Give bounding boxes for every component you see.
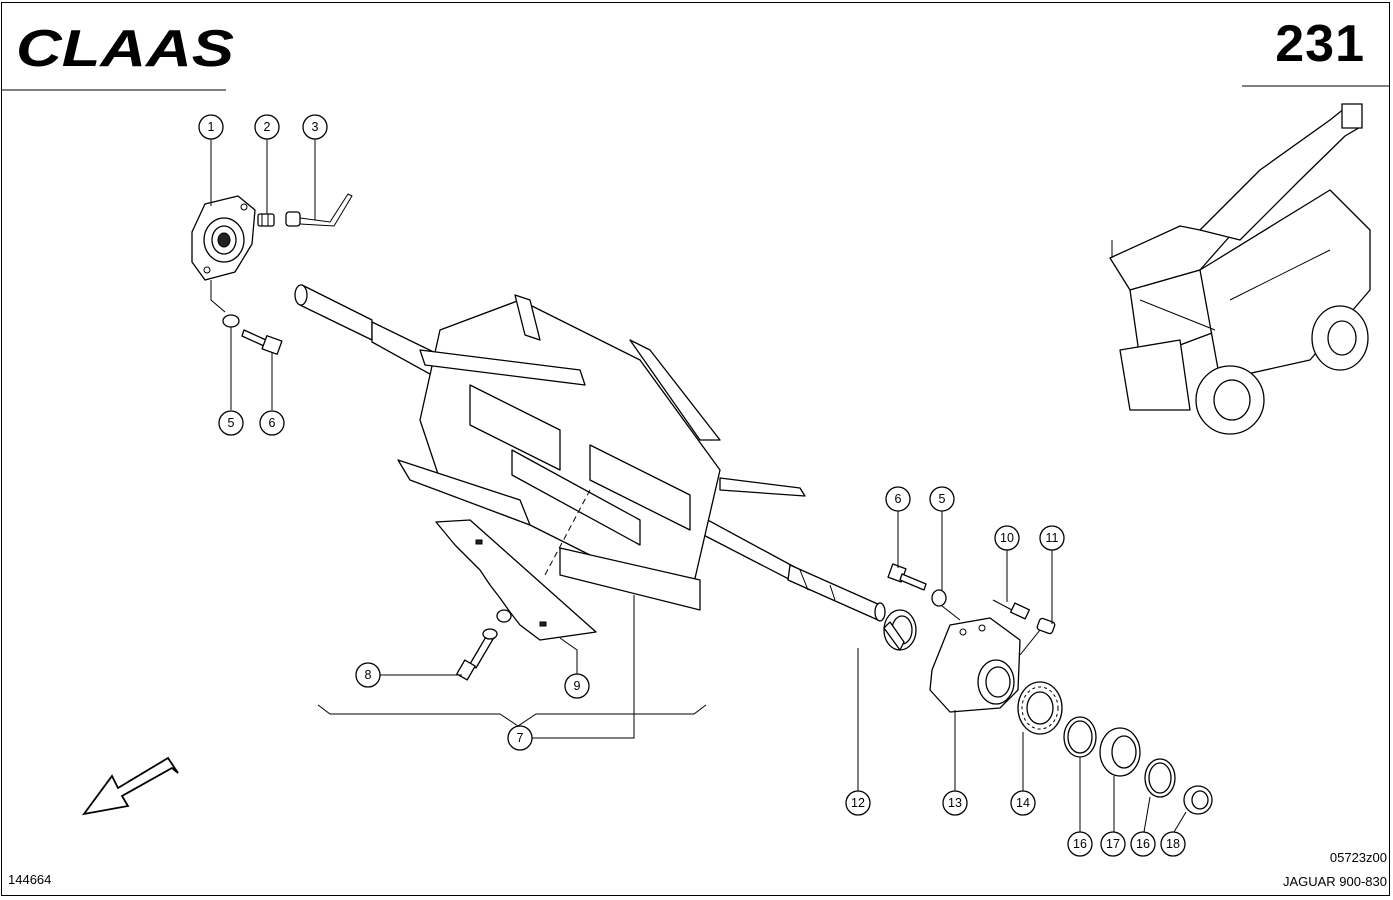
callout-1: 1 bbox=[198, 114, 224, 140]
callout-7: 7 bbox=[507, 725, 533, 751]
grease-nipple-part bbox=[257, 213, 275, 227]
circlip-part-a bbox=[1063, 716, 1097, 758]
callout-label: 1 bbox=[208, 120, 215, 134]
forage-harvester-icon bbox=[1109, 103, 1371, 435]
sleeve-part bbox=[1099, 727, 1141, 777]
model-name: JAGUAR 900-830 bbox=[1282, 874, 1387, 889]
callout-label: 16 bbox=[1073, 837, 1087, 851]
callout-18: 18 bbox=[1160, 831, 1186, 857]
knife-bolt-part bbox=[456, 609, 512, 681]
callout-16: 16 bbox=[1067, 831, 1093, 857]
lube-line-part bbox=[285, 193, 353, 227]
callout-label: 14 bbox=[1016, 796, 1030, 810]
ball-bearing-part bbox=[1017, 681, 1063, 735]
callout-label: 16 bbox=[1136, 837, 1150, 851]
bearing-housing-part bbox=[929, 617, 1021, 713]
bolt-part-upper bbox=[241, 329, 283, 355]
callout-8: 8 bbox=[355, 662, 381, 688]
rotor-drum-part bbox=[397, 294, 806, 611]
callout-9: 9 bbox=[564, 673, 590, 699]
washer-part-lower bbox=[931, 589, 947, 607]
callout-10: 10 bbox=[994, 525, 1020, 551]
spacer-part bbox=[1183, 785, 1213, 815]
bolt-part-lower bbox=[887, 563, 927, 591]
callout-14: 14 bbox=[1010, 790, 1036, 816]
seal-ring-part bbox=[883, 609, 917, 651]
callout-label: 10 bbox=[1000, 531, 1014, 545]
page-number: 231 bbox=[1275, 15, 1365, 73]
callout-label: 7 bbox=[517, 731, 524, 745]
bearing-flange-part bbox=[191, 195, 256, 281]
circlip-part-b bbox=[1144, 758, 1176, 798]
callout-3: 3 bbox=[302, 114, 328, 140]
callout-5: 5 bbox=[929, 486, 955, 512]
washer-part-upper bbox=[222, 314, 240, 328]
callout-label: 17 bbox=[1106, 837, 1120, 851]
callout-label: 12 bbox=[851, 796, 865, 810]
callout-label: 13 bbox=[948, 796, 962, 810]
brand-logo-graphic: CLAAS bbox=[16, 20, 234, 78]
callout-label: 2 bbox=[264, 120, 271, 134]
grease-fitting-part bbox=[992, 599, 1031, 620]
callout-label: 3 bbox=[312, 120, 319, 134]
document-id: 144664 bbox=[8, 872, 52, 887]
callout-6: 6 bbox=[885, 486, 911, 512]
callout-11: 11 bbox=[1039, 525, 1065, 551]
callout-2: 2 bbox=[254, 114, 280, 140]
callout-12: 12 bbox=[845, 790, 871, 816]
callout-label: 6 bbox=[895, 492, 902, 506]
arrow-down-left-icon bbox=[81, 756, 179, 816]
callout-13: 13 bbox=[942, 790, 968, 816]
callout-label: 6 bbox=[269, 416, 276, 430]
callout-label: 5 bbox=[228, 416, 235, 430]
callout-label: 9 bbox=[574, 679, 581, 693]
callout-5: 5 bbox=[218, 410, 244, 436]
callout-label: 5 bbox=[939, 492, 946, 506]
claas-logo: CLAAS bbox=[14, 20, 236, 78]
drawing-code: 05723z00 bbox=[1329, 850, 1387, 865]
callout-6: 6 bbox=[259, 410, 285, 436]
callout-16: 16 bbox=[1130, 831, 1156, 857]
brand-name: CLAAS bbox=[16, 24, 234, 70]
callout-label: 18 bbox=[1166, 837, 1180, 851]
rotor-shaft-part bbox=[294, 284, 886, 622]
knife-part bbox=[435, 519, 597, 641]
elbow-fitting-part bbox=[1036, 617, 1056, 635]
callout-label: 11 bbox=[1046, 531, 1059, 545]
callout-label: 8 bbox=[365, 668, 372, 682]
callout-17: 17 bbox=[1100, 831, 1126, 857]
